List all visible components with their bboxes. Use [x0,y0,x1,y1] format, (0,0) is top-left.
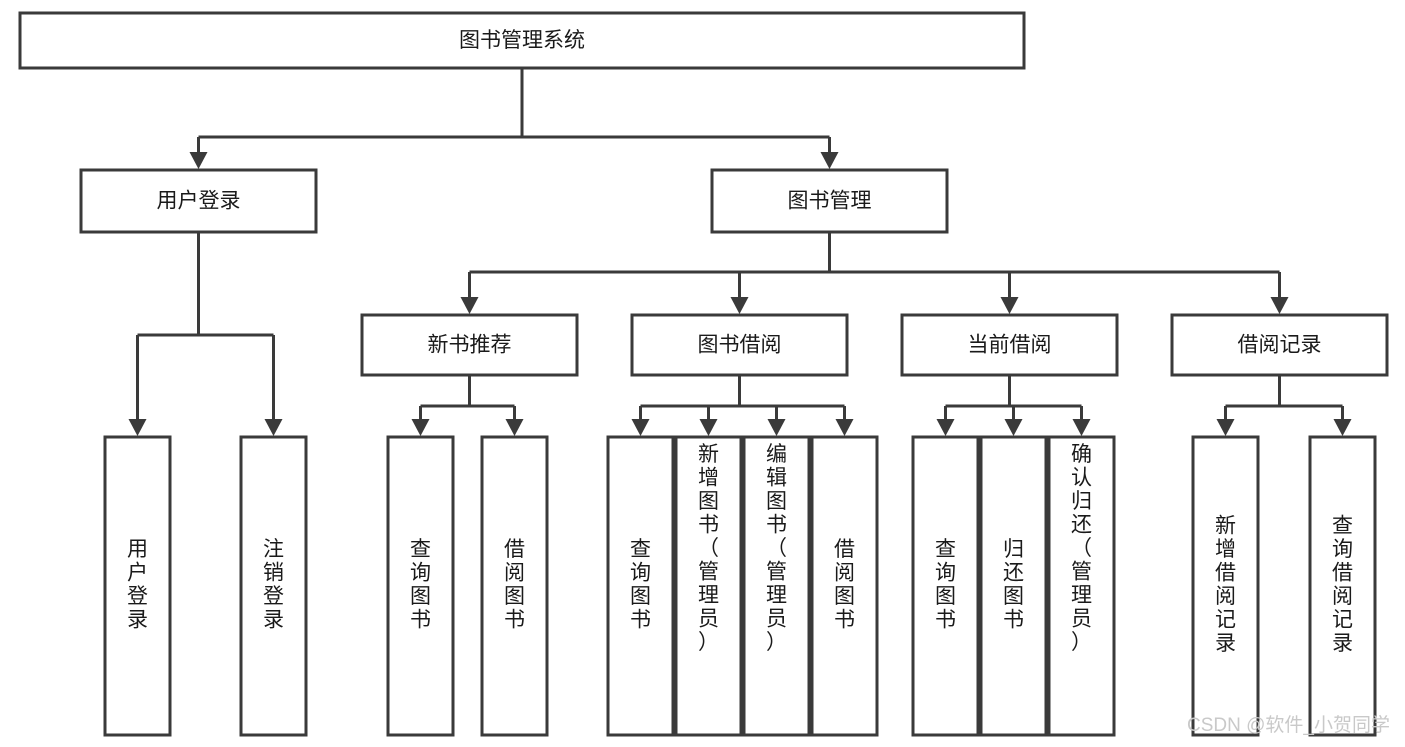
node-box[interactable] [900,313,1119,377]
node-box[interactable] [979,435,1048,737]
node-label: 注销登录 [263,538,284,632]
node-layer: 图书管理系统用户登录图书管理新书推荐图书借阅当前借阅借阅记录用户登录注销登录查询… [18,11,1389,737]
node-leaf[interactable]: 新增借阅记录 [1191,435,1260,737]
arrow-head-icon [1270,297,1289,314]
node-label: 新增借阅记录 [1215,514,1236,655]
node-box[interactable] [710,168,949,234]
connector-group [460,232,1289,314]
node-leaf[interactable]: 注销登录 [239,435,308,737]
node-label: 当前借阅 [968,334,1052,357]
node-box[interactable] [1047,435,1116,737]
node-box[interactable] [18,11,1026,70]
node-box[interactable] [360,313,579,377]
node-leaf[interactable]: 确认归还（管理员） [1047,435,1116,737]
node-box[interactable] [1170,313,1389,377]
node-label: 查询图书 [410,538,431,632]
node-box[interactable] [810,435,879,737]
connector-group [936,375,1091,436]
arrow-head-icon [1216,419,1235,436]
node-level2[interactable]: 用户登录 [79,168,318,234]
node-label: 查询借阅记录 [1332,514,1353,655]
node-box[interactable] [1308,435,1377,737]
node-leaf[interactable]: 新增图书（管理员） [674,435,743,737]
connector-group [631,375,854,436]
node-label: 借阅记录 [1238,334,1322,357]
node-label: 用户登录 [157,190,241,213]
node-level3[interactable]: 新书推荐 [360,313,579,377]
node-box[interactable] [606,435,675,737]
arrow-head-icon [1004,419,1023,436]
node-leaf[interactable]: 用户登录 [103,435,172,737]
arrow-head-icon [820,152,839,169]
node-label: 用户登录 [127,538,148,632]
node-box[interactable] [103,435,172,737]
arrow-head-icon [1333,419,1352,436]
arrow-head-icon [699,419,718,436]
node-label: 查询图书 [630,538,651,632]
node-label: 图书借阅 [698,334,782,357]
arrow-head-icon [1000,297,1019,314]
node-level3[interactable]: 借阅记录 [1170,313,1389,377]
node-box[interactable] [674,435,743,737]
node-box[interactable] [742,435,811,737]
node-label: 查询图书 [935,538,956,632]
node-label: 图书管理 [788,190,872,213]
node-box[interactable] [79,168,318,234]
arrow-head-icon [1072,419,1091,436]
node-leaf[interactable]: 编辑图书（管理员） [742,435,811,737]
connector-group [189,68,839,169]
arrow-head-icon [767,419,786,436]
node-root[interactable]: 图书管理系统 [18,11,1026,70]
arrow-head-icon [505,419,524,436]
node-label: 归还图书 [1003,538,1024,632]
node-label: 借阅图书 [834,538,855,632]
arrow-head-icon [411,419,430,436]
arrow-head-icon [189,152,208,169]
arrow-head-icon [460,297,479,314]
node-level3[interactable]: 图书借阅 [630,313,849,377]
node-box[interactable] [386,435,455,737]
node-leaf[interactable]: 查询图书 [911,435,980,737]
node-leaf[interactable]: 归还图书 [979,435,1048,737]
connector-group [411,375,524,436]
node-label: 借阅图书 [504,538,525,632]
node-box[interactable] [480,435,549,737]
node-label: 图书管理系统 [459,29,585,52]
arrow-head-icon [936,419,955,436]
arrow-head-icon [631,419,650,436]
node-leaf[interactable]: 查询图书 [386,435,455,737]
connector-group [128,232,283,436]
node-box[interactable] [630,313,849,377]
node-level3[interactable]: 当前借阅 [900,313,1119,377]
connector-group [1216,375,1352,436]
node-box[interactable] [1191,435,1260,737]
arrow-head-icon [264,419,283,436]
node-leaf[interactable]: 查询图书 [606,435,675,737]
node-label: 确认归还（管理员） [1071,443,1092,654]
watermark-label: CSDN @软件_小贺同学 [1187,714,1390,736]
node-leaf[interactable]: 借阅图书 [480,435,549,737]
node-label: 新书推荐 [428,334,512,357]
arrow-head-icon [835,419,854,436]
node-box[interactable] [911,435,980,737]
node-label: 编辑图书（管理员） [766,443,787,654]
node-level2[interactable]: 图书管理 [710,168,949,234]
node-leaf[interactable]: 查询借阅记录 [1308,435,1377,737]
node-label: 新增图书（管理员） [698,443,719,654]
arrow-head-icon [128,419,147,436]
node-leaf[interactable]: 借阅图书 [810,435,879,737]
connector-layer [128,68,1352,436]
arrow-head-icon [730,297,749,314]
node-box[interactable] [239,435,308,737]
